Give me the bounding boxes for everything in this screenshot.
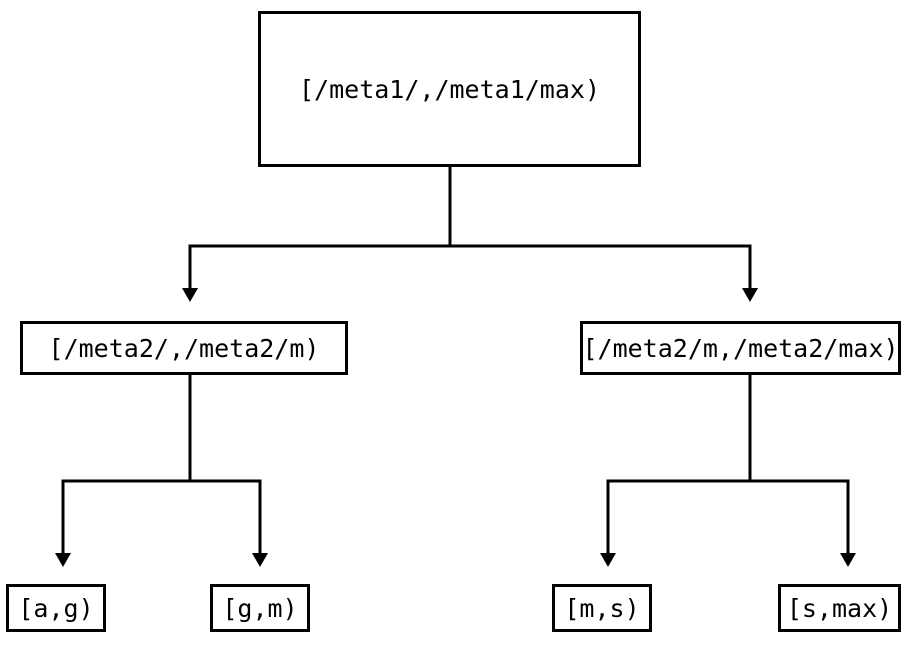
arrowhead-root-to-mid-right: [742, 288, 758, 302]
edge-root-to-mid-left: [182, 167, 452, 302]
edge-mid-left-to-leaf-2: [188, 375, 268, 567]
edge-mid-right-to-leaf-4: [748, 375, 856, 567]
node-leaf-4[interactable]: [s,max): [778, 584, 901, 632]
edge-line-mid-right-to-leaf-4: [748, 375, 850, 553]
node-leaf-2[interactable]: [g,m): [210, 584, 310, 632]
node-mid-right[interactable]: [/meta2/m,/meta2/max): [580, 321, 901, 375]
node-mid-left[interactable]: [/meta2/,/meta2/m): [20, 321, 348, 375]
node-leaf-4-label: [s,max): [786, 593, 893, 623]
node-mid-right-label: [/meta2/m,/meta2/max): [582, 333, 899, 363]
node-leaf-1[interactable]: [a,g): [6, 584, 106, 632]
node-root-label: [/meta1/,/meta1/max): [298, 74, 601, 104]
node-leaf-1-label: [a,g): [18, 593, 94, 623]
edge-line-root-to-mid-right: [448, 167, 752, 288]
arrowhead-mid-left-to-leaf-2: [252, 553, 268, 567]
edge-line-root-to-mid-left: [188, 167, 452, 288]
node-leaf-3-label: [m,s): [564, 593, 640, 623]
node-leaf-3[interactable]: [m,s): [552, 584, 652, 632]
arrowhead-root-to-mid-left: [182, 288, 198, 302]
edge-line-mid-right-to-leaf-3: [606, 375, 752, 553]
edge-mid-right-to-leaf-3: [600, 375, 752, 567]
node-root[interactable]: [/meta1/,/meta1/max): [258, 11, 641, 167]
arrowhead-mid-right-to-leaf-3: [600, 553, 616, 567]
arrowhead-mid-left-to-leaf-1: [55, 553, 71, 567]
edge-line-mid-left-to-leaf-2: [188, 375, 262, 553]
node-mid-left-label: [/meta2/,/meta2/m): [48, 333, 320, 363]
edge-line-mid-left-to-leaf-1: [61, 375, 192, 553]
arrowhead-mid-right-to-leaf-4: [840, 553, 856, 567]
edge-root-to-mid-right: [448, 167, 758, 302]
edge-mid-left-to-leaf-1: [55, 375, 192, 567]
node-leaf-2-label: [g,m): [222, 593, 298, 623]
